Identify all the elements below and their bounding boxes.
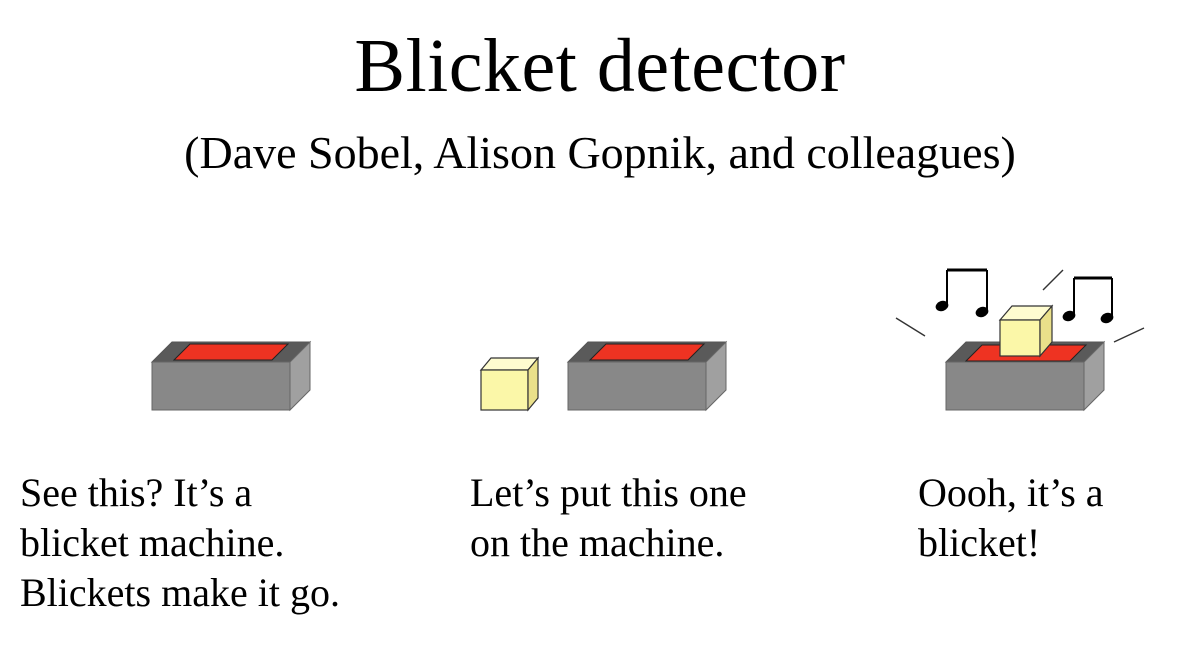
blicket-block-icon: [481, 358, 538, 410]
caption-panel-2: Let’s put this one on the machine.: [470, 468, 747, 568]
music-note-icon: [1062, 278, 1114, 324]
caption-line: blicket!: [918, 518, 1104, 568]
caption-line: on the machine.: [470, 518, 747, 568]
music-note-icon: [935, 270, 989, 318]
caption-line: Blickets make it go.: [20, 568, 340, 618]
caption-panel-3: Oooh, it’s a blicket!: [918, 468, 1104, 568]
caption-line: Let’s put this one: [470, 468, 747, 518]
caption-line: See this? It’s a: [20, 468, 340, 518]
caption-panel-1: See this? It’s a blicket machine. Blicke…: [20, 468, 340, 618]
caption-line: Oooh, it’s a: [918, 468, 1104, 518]
caption-line: blicket machine.: [20, 518, 340, 568]
blicket-block-icon: [1000, 306, 1052, 356]
blicket-machine-icon: [152, 342, 310, 410]
blicket-machine-icon: [568, 342, 726, 410]
